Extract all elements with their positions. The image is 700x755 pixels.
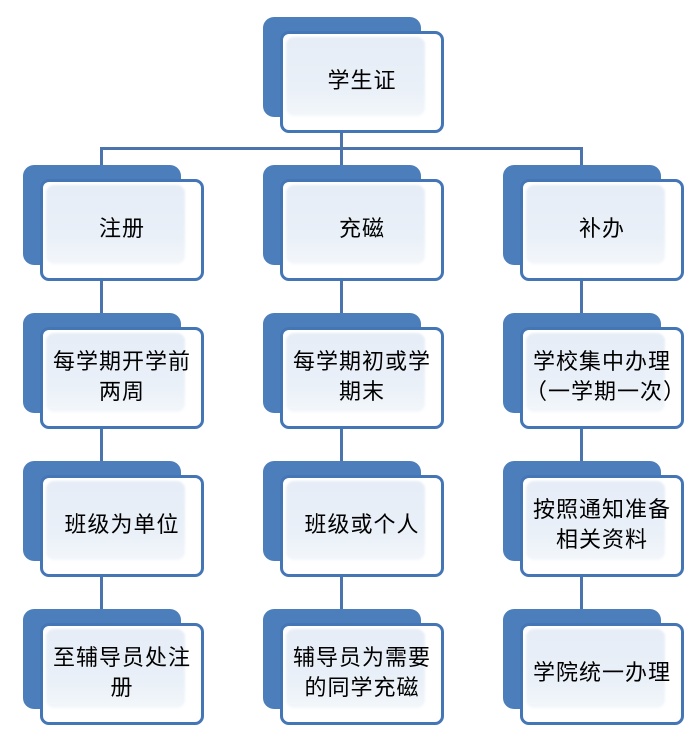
label-line: 充磁 (338, 217, 385, 242)
node-face: 学院统一办理 (520, 623, 684, 725)
node-face: 每学期开学前 两周 (40, 327, 204, 429)
node-label: 注册 (97, 215, 147, 245)
node-register-step-2: 班级为单位 (23, 461, 204, 577)
node-face: 每学期初或学 期末 (280, 327, 444, 429)
node-label: 学院统一办理 (531, 659, 673, 689)
label-line: 辅导员为需要 (292, 646, 431, 671)
node-label: 辅导员为需要 的同学充磁 (291, 644, 433, 704)
label-line: 班级或个人 (304, 513, 420, 538)
node-face: 按照通知准备 相关资料 (520, 475, 684, 577)
node-label: 学生证 (325, 67, 398, 97)
label-line: 学校集中办理 (532, 350, 671, 375)
label-line: 补办 (578, 217, 625, 242)
node-label: 补办 (577, 215, 627, 245)
label-line: 注册 (98, 217, 145, 242)
node-register-step-3: 至辅导员处注 册 (23, 609, 204, 725)
node-magnetize-step-1: 每学期初或学 期末 (263, 313, 444, 429)
label-line: 每学期初或学 (292, 350, 431, 375)
label-line: 每学期开学前 (52, 350, 191, 375)
node-label: 学校集中办理 （一学期一次） (523, 348, 687, 408)
node-face: 至辅导员处注 册 (40, 623, 204, 725)
label-line: 至辅导员处注 (52, 646, 191, 671)
label-line: 学院统一办理 (532, 661, 671, 686)
node-magnetize-step-2: 班级或个人 (263, 461, 444, 577)
node-face: 充磁 (280, 179, 444, 281)
node-branch-register: 注册 (23, 165, 204, 281)
node-register-step-1: 每学期开学前 两周 (23, 313, 204, 429)
node-root: 学生证 (263, 17, 444, 133)
node-face: 辅导员为需要 的同学充磁 (280, 623, 444, 725)
label-line: 册 (110, 676, 134, 701)
node-label: 每学期初或学 期末 (291, 348, 433, 408)
label-line: 期末 (338, 380, 385, 405)
label-line: 按照通知准备 (532, 498, 671, 523)
label-line: 班级为单位 (64, 513, 180, 538)
node-branch-reissue: 补办 (503, 165, 684, 281)
node-reissue-step-2: 按照通知准备 相关资料 (503, 461, 684, 577)
node-label: 班级或个人 (302, 511, 421, 541)
label-line: 相关资料 (555, 528, 648, 553)
node-label: 每学期开学前 两周 (51, 348, 193, 408)
node-magnetize-step-3: 辅导员为需要 的同学充磁 (263, 609, 444, 725)
node-label: 按照通知准备 相关资料 (531, 496, 673, 556)
label-line: 的同学充磁 (304, 676, 420, 701)
label-line: （一学期一次） (525, 380, 687, 405)
label-line: 学生证 (327, 69, 397, 94)
node-branch-magnetize: 充磁 (263, 165, 444, 281)
node-label: 至辅导员处注 册 (51, 644, 193, 704)
node-label: 充磁 (337, 215, 387, 245)
node-face: 班级或个人 (280, 475, 444, 577)
node-face: 班级为单位 (40, 475, 204, 577)
node-reissue-step-3: 学院统一办理 (503, 609, 684, 725)
label-line: 两周 (98, 380, 145, 405)
node-face: 补办 (520, 179, 684, 281)
node-reissue-step-1: 学校集中办理 （一学期一次） (503, 313, 687, 429)
node-label: 班级为单位 (62, 511, 181, 541)
node-face: 注册 (40, 179, 204, 281)
node-face: 学校集中办理 （一学期一次） (520, 327, 687, 429)
node-face: 学生证 (280, 31, 444, 133)
